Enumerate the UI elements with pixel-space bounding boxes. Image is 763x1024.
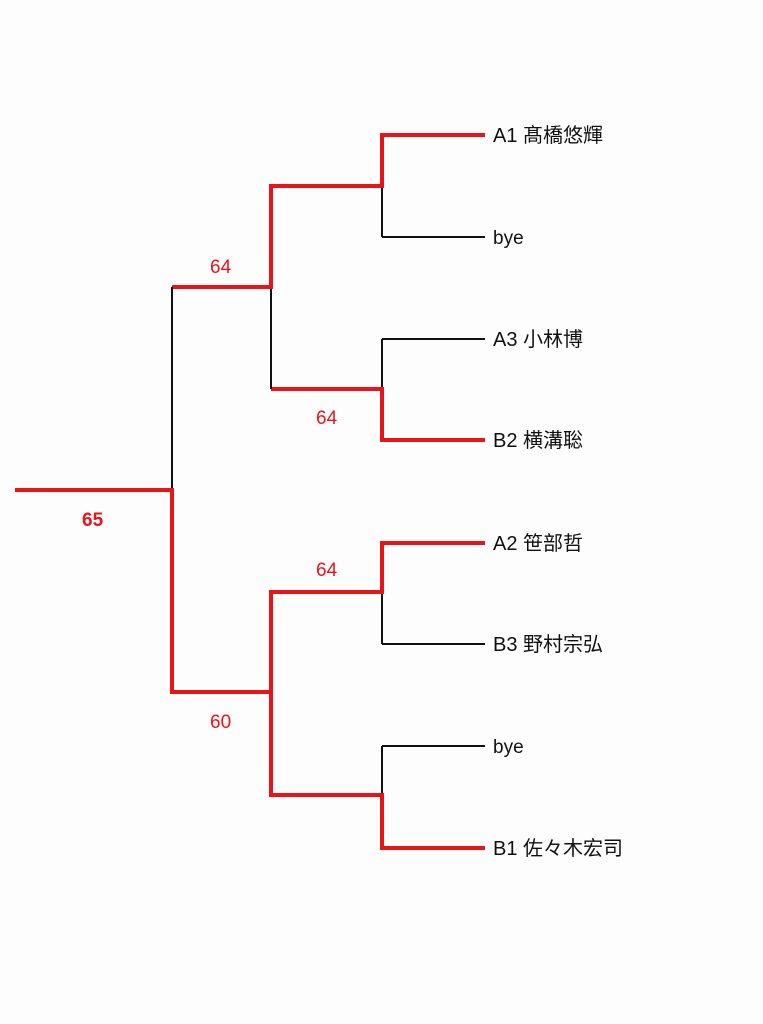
entry-2: bye: [493, 228, 524, 249]
entry-7: bye: [493, 737, 524, 758]
entry-4: B2 横溝聡: [493, 430, 584, 452]
entry-1: A1 髙橋悠輝: [493, 125, 604, 147]
score-semi-top: 64: [210, 257, 232, 278]
entry-8: B1 佐々木宏司: [493, 838, 624, 860]
score-semi-bottom: 60: [210, 712, 232, 733]
entry-3: A3 小林博: [493, 329, 584, 351]
entry-5: A2 笹部哲: [493, 533, 584, 555]
score-qf-3: 64: [316, 560, 338, 581]
score-qf-2: 64: [316, 408, 338, 429]
score-final: 65: [82, 510, 104, 531]
entry-6: B3 野村宗弘: [493, 634, 604, 656]
